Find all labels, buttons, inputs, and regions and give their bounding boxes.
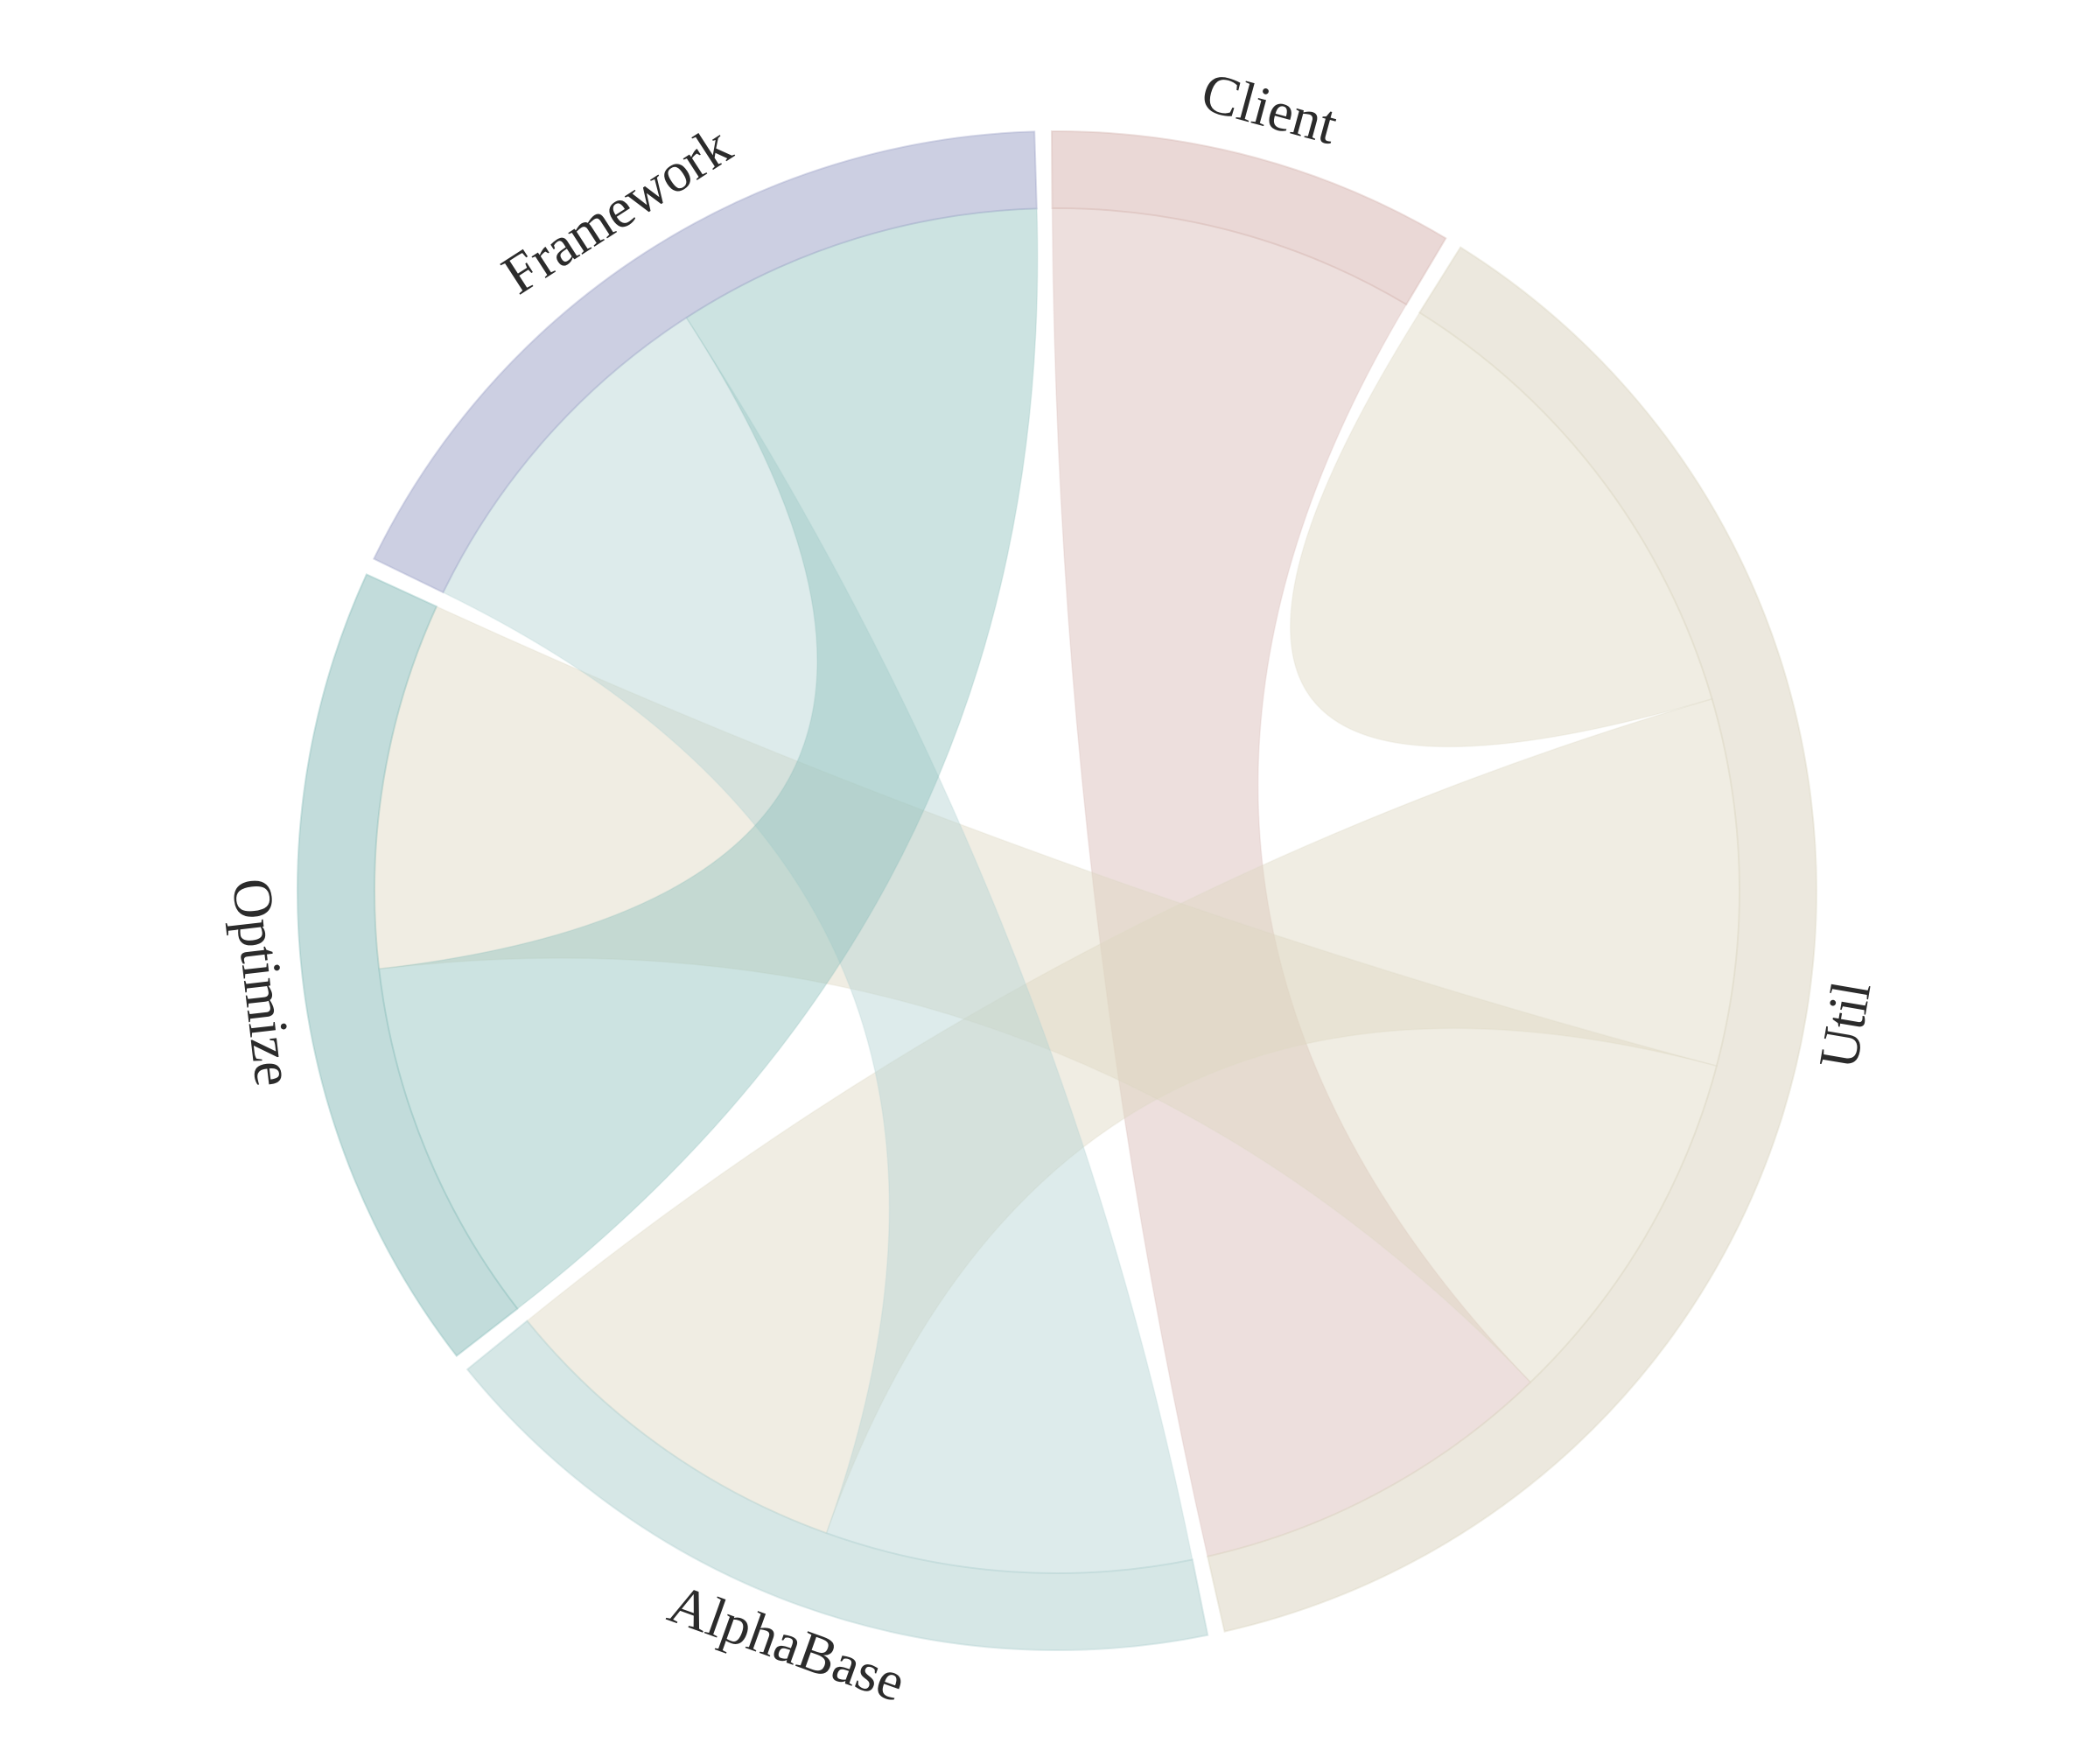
ribbons-layer [374, 207, 1740, 1574]
group-label-client: Client [1195, 60, 1344, 157]
group-arc-util [1206, 246, 1818, 1633]
group-arc-alphabase [466, 1320, 1209, 1651]
ribbon-util-to-util [1290, 312, 1713, 748]
group-arc-client [1050, 130, 1447, 306]
group-label-optimize: Optimize [220, 875, 306, 1089]
group-arc-framework [372, 130, 1038, 594]
group-arc-optimize [297, 573, 519, 1357]
group-arcs-layer [297, 130, 1818, 1651]
group-label-util: Util [1807, 976, 1883, 1073]
